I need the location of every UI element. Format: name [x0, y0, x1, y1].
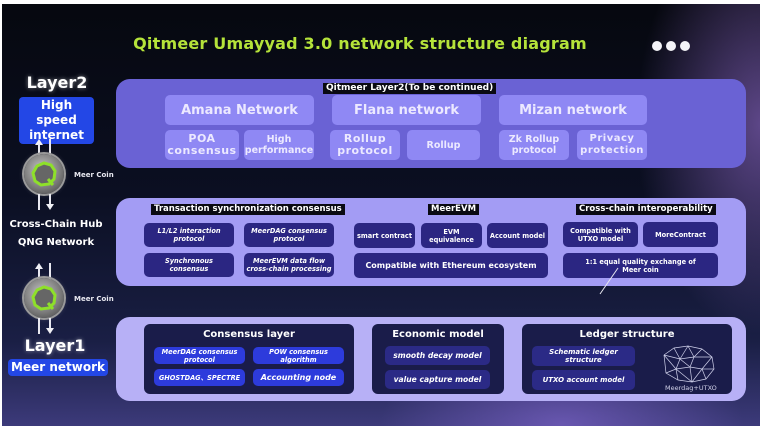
layer2-pill-line1: High speed	[36, 98, 77, 127]
connector-line	[49, 263, 51, 280]
more-dots-icon[interactable]	[652, 41, 690, 51]
dag-mesh-icon	[663, 345, 715, 383]
evm-item: smart contract	[354, 223, 415, 248]
layer2-panel-tag: Qitmeer Layer2(To be continued)	[323, 83, 497, 94]
diagram-title: Qitmeer Umayyad 3.0 network structure di…	[133, 34, 587, 53]
network-flana: Flana network	[332, 95, 481, 125]
cross-item: MoreContract	[643, 222, 718, 247]
meer-coin-icon	[24, 278, 64, 318]
arrow-up-icon	[35, 139, 43, 145]
layer2-pill: High speed internet	[19, 97, 94, 144]
diagram-canvas: Qitmeer Umayyad 3.0 network structure di…	[2, 4, 760, 426]
hub-line1: Cross-Chain Hub	[9, 219, 103, 230]
connector-line	[38, 144, 40, 156]
connector-line	[38, 318, 40, 334]
evm-wide-item: Compatible with Ethereum ecosystem	[354, 253, 548, 278]
meer-coin-icon	[24, 154, 64, 194]
consensus-item: Accounting node	[253, 369, 344, 386]
layer1-title: Layer1	[24, 336, 86, 355]
connector-line	[49, 318, 51, 328]
connector-line	[38, 268, 40, 280]
economic-title: Economic model	[392, 329, 484, 340]
middle-panel: Transaction synchronization consensus L1…	[116, 198, 746, 286]
arrow-down-icon	[46, 328, 54, 334]
mesh-label: Meerdag+UTXO	[665, 384, 717, 392]
evm-item: Account model	[487, 223, 548, 248]
layer2-panel: Qitmeer Layer2(To be continued) Amana Ne…	[116, 79, 746, 168]
sync-tag: Transaction synchronization consensus	[151, 204, 345, 215]
consensus-item: GHOSTDAG、SPECTRE	[154, 369, 245, 386]
connector-line	[49, 194, 51, 204]
economic-item: value capture model	[385, 370, 490, 389]
network-amana: Amana Network	[165, 95, 314, 125]
consensus-title: Consensus layer	[203, 329, 295, 340]
feature-box: Rollup	[407, 130, 480, 160]
coin-label-top: Meer Coin	[74, 171, 114, 179]
economic-card: Economic model smooth decay model value …	[372, 324, 504, 394]
connector-line	[49, 139, 51, 156]
evm-item: EVM equivalence	[421, 223, 482, 248]
layer2-pill-line2: internet	[29, 128, 84, 142]
cross-tag: Cross-chain interoperability	[576, 204, 716, 215]
network-mizan: Mizan network	[499, 95, 647, 125]
arrow-up-icon	[35, 263, 43, 269]
hub-line2: QNG Network	[17, 237, 95, 248]
ledger-title: Ledger structure	[579, 329, 675, 340]
layer2-title: Layer2	[26, 73, 88, 92]
arrow-down-icon	[46, 204, 54, 210]
evm-tag: MeerEVM	[428, 204, 480, 215]
economic-item: smooth decay model	[385, 346, 490, 365]
layer1-pill: Meer network	[8, 359, 108, 376]
pointer-line	[599, 267, 619, 295]
coin-label-bottom: Meer Coin	[74, 295, 114, 303]
ledger-item: UTXO account model	[532, 370, 635, 390]
connector-line	[38, 194, 40, 210]
